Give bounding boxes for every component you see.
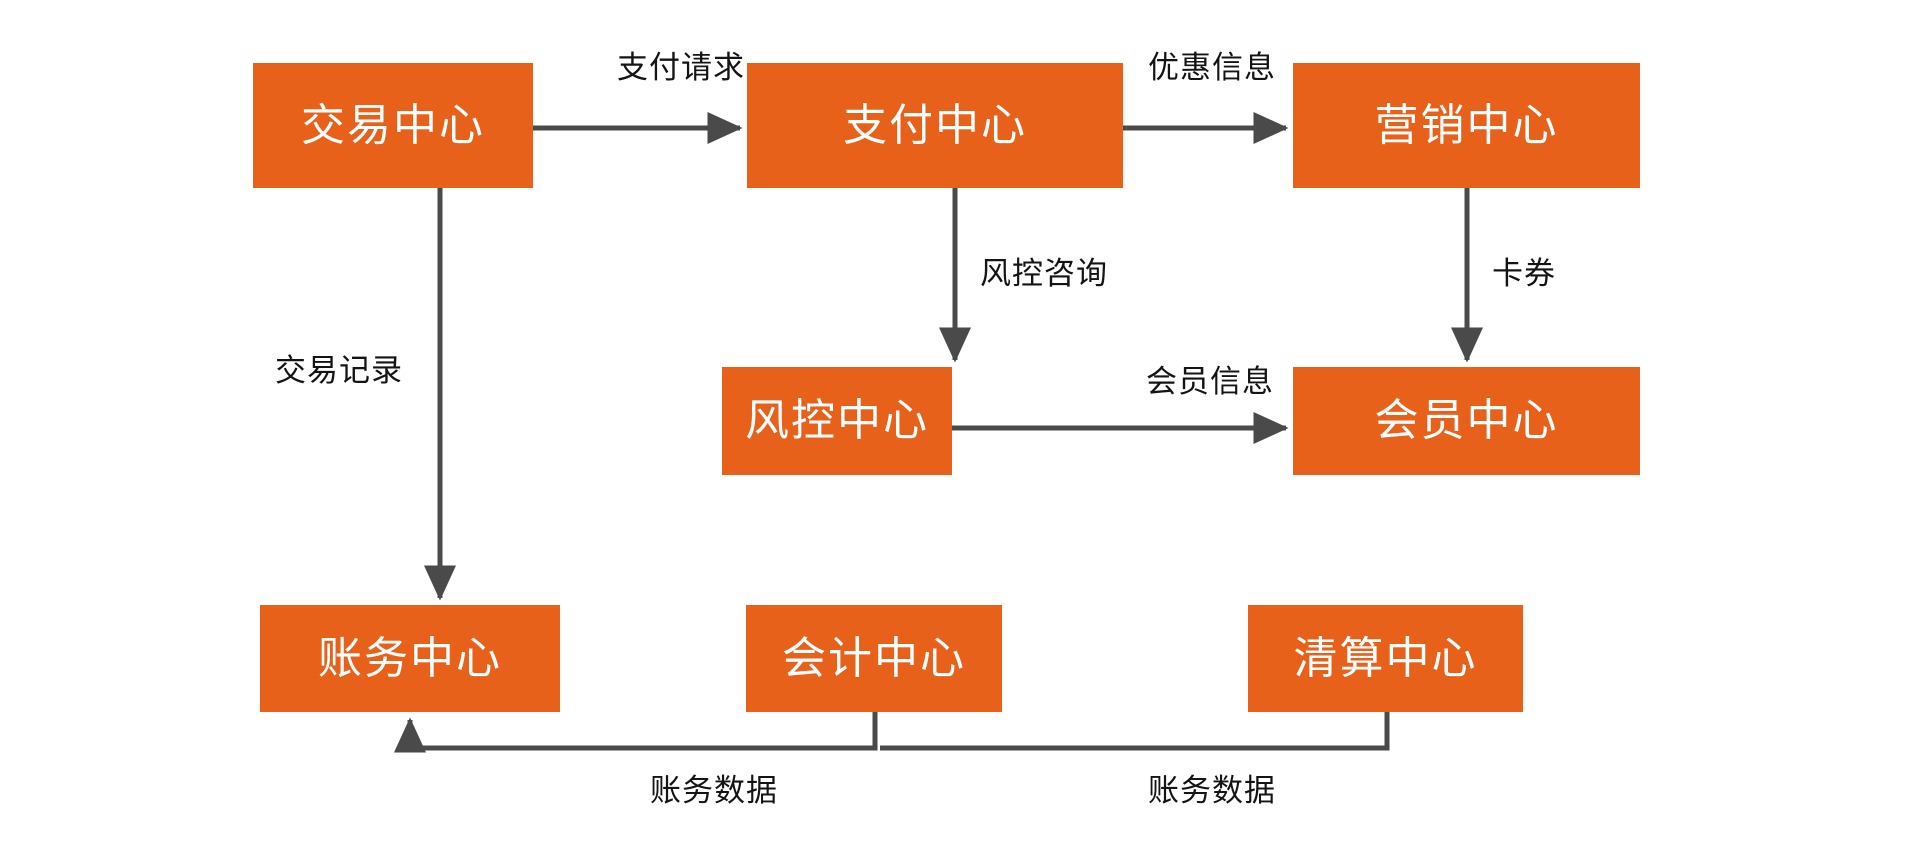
edge-settlement-to-accounting [880,712,1390,751]
edge-label-promotion-info: 优惠信息 [1148,50,1276,85]
node-label: 风控中心 [745,396,929,445]
edge-label-accounting-data-ledger: 账务数据 [650,773,778,808]
node-settlement-center[interactable]: 清算中心 [1248,605,1523,712]
node-label: 营销中心 [1374,100,1559,150]
edge-label-risk-consult: 风控咨询 [980,256,1108,291]
node-label: 账务中心 [318,633,502,683]
edge-ledger-to-accounting [393,712,878,753]
edge-label-accounting-data-settlement: 账务数据 [1148,773,1276,808]
node-member-center[interactable]: 会员中心 [1293,367,1640,475]
node-ledger-center[interactable]: 会计中心 [746,605,1002,712]
node-label: 会员中心 [1374,396,1559,445]
node-trade-center[interactable]: 交易中心 [253,63,533,188]
node-marketing-center[interactable]: 营销中心 [1293,63,1640,188]
edge-label-payment-request: 支付请求 [617,50,745,85]
node-payment-center[interactable]: 支付中心 [747,63,1123,188]
edge-label-coupon: 卡券 [1492,256,1556,291]
node-label: 会计中心 [782,633,966,683]
node-label: 支付中心 [843,100,1027,150]
node-label: 清算中心 [1293,633,1478,683]
edge-label-trade-record: 交易记录 [275,353,403,388]
node-riskcontrol-center[interactable]: 风控中心 [722,367,952,475]
node-label: 交易中心 [301,100,485,150]
node-accounting-center[interactable]: 账务中心 [260,605,560,712]
edge-label-member-info: 会员信息 [1146,364,1274,399]
